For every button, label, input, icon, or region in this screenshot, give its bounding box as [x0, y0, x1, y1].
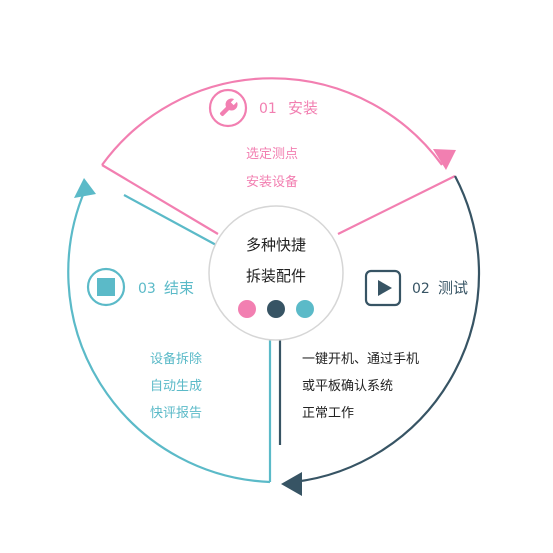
- install-title: 安装: [288, 99, 318, 117]
- center-dot-pink: [238, 300, 256, 318]
- end-number: 03: [138, 281, 156, 297]
- end-desc-line-3: 快评报告: [150, 406, 202, 421]
- end-arrowhead: [74, 178, 96, 198]
- end-header: 03 结束: [86, 267, 194, 307]
- center-dot-dark: [267, 300, 285, 318]
- install-divider: [101, 164, 219, 235]
- test-header: 02 测试: [364, 269, 468, 307]
- install-number: 01: [259, 101, 277, 117]
- test-title: 测试: [438, 279, 468, 297]
- segment-test: [278, 175, 481, 496]
- segment-install: [101, 77, 456, 235]
- install-arrowhead: [433, 149, 456, 170]
- install-desc-line-2: 安装设备: [246, 174, 298, 190]
- install-divider-right: [337, 175, 456, 235]
- center-line-1: 多种快捷: [246, 236, 306, 254]
- install-desc-line-1: 选定测点: [246, 147, 298, 162]
- install-header: 01 安装: [208, 88, 318, 128]
- test-desc-line-1: 一键开机、通过手机: [302, 352, 419, 367]
- end-desc-line-2: 自动生成: [150, 379, 202, 394]
- play-icon: [378, 280, 392, 296]
- test-number: 02: [412, 281, 430, 297]
- install-outer-arc: [101, 77, 443, 166]
- test-arrowhead: [281, 472, 302, 496]
- wrench-icon: [219, 98, 238, 117]
- test-outer-arc: [293, 175, 481, 484]
- wrench-icon-ring: [208, 88, 248, 128]
- stop-icon: [97, 278, 115, 296]
- test-desc-line-3: 正常工作: [302, 406, 354, 421]
- end-title: 结束: [164, 279, 194, 297]
- center-dot-teal: [296, 300, 314, 318]
- segment-end: [67, 178, 272, 484]
- end-outer-arc: [67, 189, 271, 484]
- play-icon-frame: [364, 269, 402, 307]
- center-line-2: 拆装配件: [246, 267, 306, 285]
- end-desc-line-1: 设备拆除: [150, 351, 202, 367]
- test-desc-line-2: 或平板确认系统: [302, 379, 393, 394]
- end-divider-top: [123, 194, 219, 247]
- stop-icon-ring: [86, 267, 126, 307]
